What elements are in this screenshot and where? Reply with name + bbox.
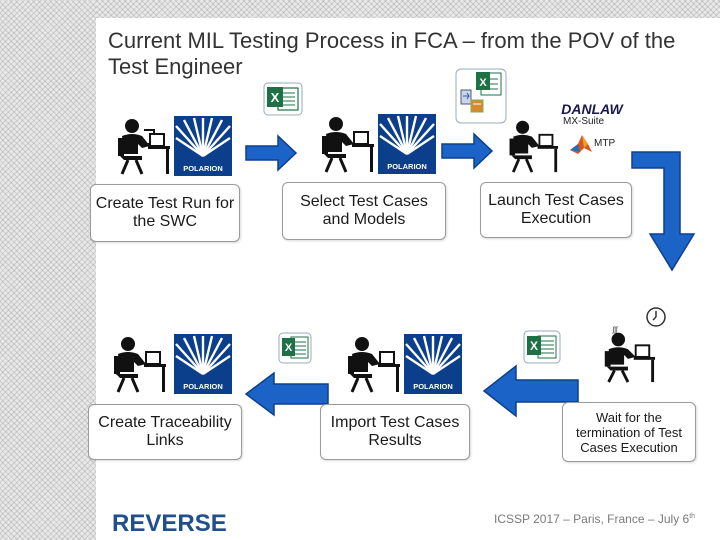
flow-arrow-left — [244, 371, 329, 417]
matlab-icon — [570, 135, 592, 154]
danlaw-logo: DANLAW — [561, 101, 624, 117]
step-import-results: Import Test Cases Results — [320, 404, 470, 460]
excel-icon: X — [263, 82, 303, 116]
svg-text:ʃʃʃ: ʃʃʃ — [612, 326, 619, 334]
engineer-at-desk-icon — [322, 117, 374, 173]
polarion-logo: POLARION — [174, 334, 232, 394]
flow-arrow-right — [245, 134, 298, 172]
excel-icon: X — [278, 332, 312, 364]
excel-icon: X — [523, 330, 561, 364]
step-label: Create Traceability Links — [98, 414, 232, 449]
polarion-text: POLARION — [387, 162, 427, 171]
top-border — [0, 0, 720, 18]
step-label: Import Test Cases Results — [330, 414, 460, 449]
polarion-logo: POLARION — [378, 114, 436, 174]
excel-import-icon: X — [455, 68, 507, 124]
footer-suffix: th — [689, 513, 696, 520]
reverse-logo-text: REVERSE — [112, 510, 227, 536]
flow-arrow-right — [441, 132, 494, 170]
mx-suite-label: MX-Suite — [563, 116, 605, 127]
step-label: Select Test Cases and Models — [300, 193, 428, 228]
step-label: Launch Test Cases Execution — [488, 192, 624, 227]
polarion-logo: POLARION — [404, 334, 462, 394]
svg-text:X: X — [479, 77, 487, 89]
step-create-traceability: Create Traceability Links — [88, 404, 242, 460]
engineer-at-desk-icon — [114, 337, 166, 393]
svg-text:X: X — [271, 90, 280, 105]
polarion-logo: POLARION — [174, 116, 232, 176]
step-launch-test: Launch Test Cases Execution — [480, 182, 632, 238]
slide-title: Current MIL Testing Process in FCA – fro… — [108, 28, 676, 79]
footer-text: ICSSP 2017 – Paris, France – July 6th — [494, 512, 695, 526]
step-label: Wait for the termination of Test Cases E… — [576, 409, 682, 455]
flow-arrow-down — [631, 151, 696, 272]
svg-text:X: X — [285, 342, 293, 354]
mtp-label: MTP — [594, 138, 616, 149]
step-label: Create Test Run for the SWC — [95, 195, 235, 230]
sidebar-pattern — [0, 0, 96, 540]
engineer-at-desk-icon — [509, 120, 559, 173]
reverse-logo: REVERSE — [112, 510, 227, 536]
step-select-test-cases: Select Test Cases and Models — [282, 182, 446, 240]
polarion-text: POLARION — [413, 382, 453, 391]
footer-main: ICSSP 2017 – Paris, France – July 6 — [494, 512, 690, 526]
svg-text:X: X — [530, 339, 538, 353]
polarion-text: POLARION — [183, 382, 223, 391]
step-wait-termination: Wait for the termination of Test Cases E… — [562, 402, 696, 462]
danlaw-text: DANLAW — [561, 101, 624, 117]
waiting-engineer-icon: ʃʃʃ — [604, 326, 656, 383]
engineer-at-desk-icon — [348, 337, 400, 393]
step-create-test-run: Create Test Run for the SWC — [90, 184, 240, 242]
polarion-text: POLARION — [183, 164, 223, 173]
engineer-at-desk-icon — [118, 119, 170, 175]
clock-icon — [646, 307, 666, 327]
